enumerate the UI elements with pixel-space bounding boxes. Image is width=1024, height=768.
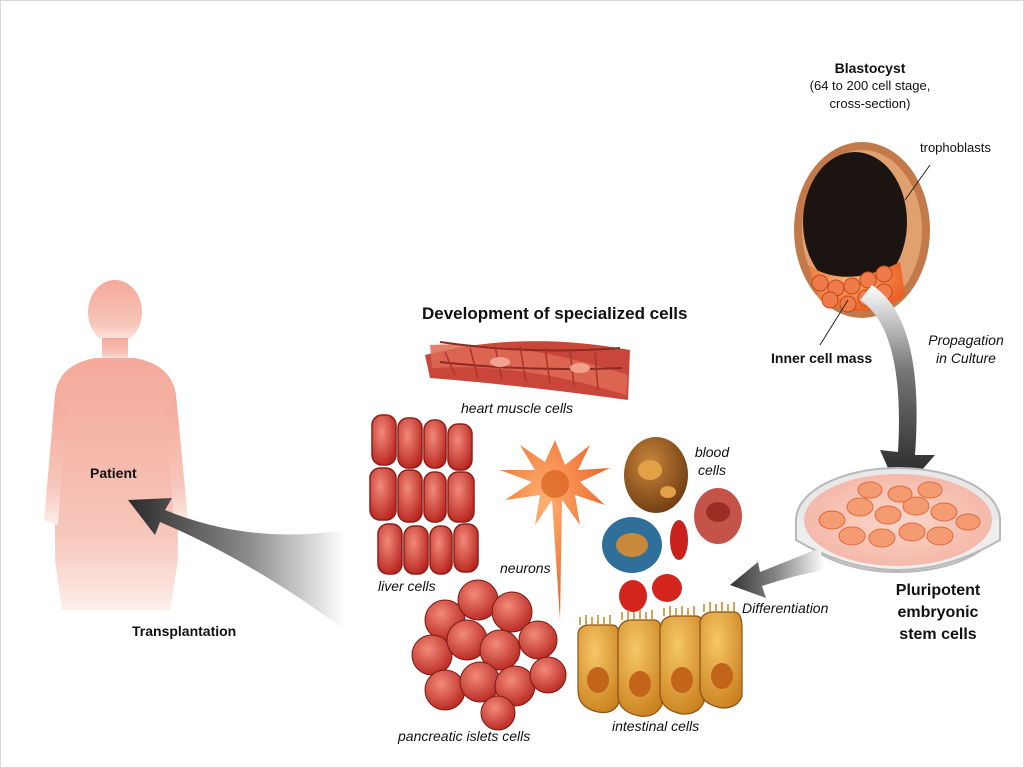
pancreatic-islets-cells-label: pancreatic islets cells	[398, 728, 531, 744]
intestinal-cells-illustration	[577, 602, 743, 717]
stem-cells-label-line1: Pluripotent	[895, 582, 981, 599]
liver-cells-label: liver cells	[378, 578, 436, 594]
propagation-label-line2: in Culture	[936, 350, 996, 366]
intestinal-cells-label: intestinal cells	[612, 718, 700, 734]
pancreatic-islets-illustration	[411, 579, 567, 731]
transplantation-arrow	[128, 498, 345, 630]
patient-silhouette	[44, 280, 188, 610]
transplantation-label: Transplantation	[132, 623, 237, 639]
differentiation-label: Differentiation	[742, 600, 829, 616]
heart-muscle-cells-label: heart muscle cells	[461, 400, 574, 416]
heart-muscle-cells-illustration	[425, 341, 630, 400]
blastocyst-illustration	[794, 142, 931, 346]
propagation-arrow	[860, 285, 935, 495]
neurons-label: neurons	[500, 560, 551, 576]
trophoblasts-label: trophoblasts	[920, 140, 991, 155]
inner-cell-mass-label: Inner cell mass	[771, 350, 873, 366]
blastocyst-title: Blastocyst	[834, 60, 906, 76]
petri-dish-illustration	[795, 467, 1001, 573]
liver-cells-illustration	[369, 414, 479, 575]
stem-cells-label-line2: embryonic	[897, 604, 979, 621]
blastocyst-subtitle-line1: (64 to 200 cell stage,	[809, 78, 931, 93]
neuron-illustration	[500, 440, 610, 620]
blood-cells-label-line2: cells	[697, 462, 726, 478]
blood-cells-label-line1: blood	[694, 444, 730, 460]
blastocyst-subtitle-line2: cross-section)	[829, 96, 911, 111]
patient-label: Patient	[90, 465, 137, 481]
propagation-label-line1: Propagation	[928, 332, 1004, 348]
differentiation-arrow	[730, 548, 825, 598]
blood-cells-illustration	[602, 437, 742, 612]
stem-cells-label-line3: stem cells	[899, 626, 977, 643]
diagram-heading: Development of specialized cells	[422, 304, 688, 323]
